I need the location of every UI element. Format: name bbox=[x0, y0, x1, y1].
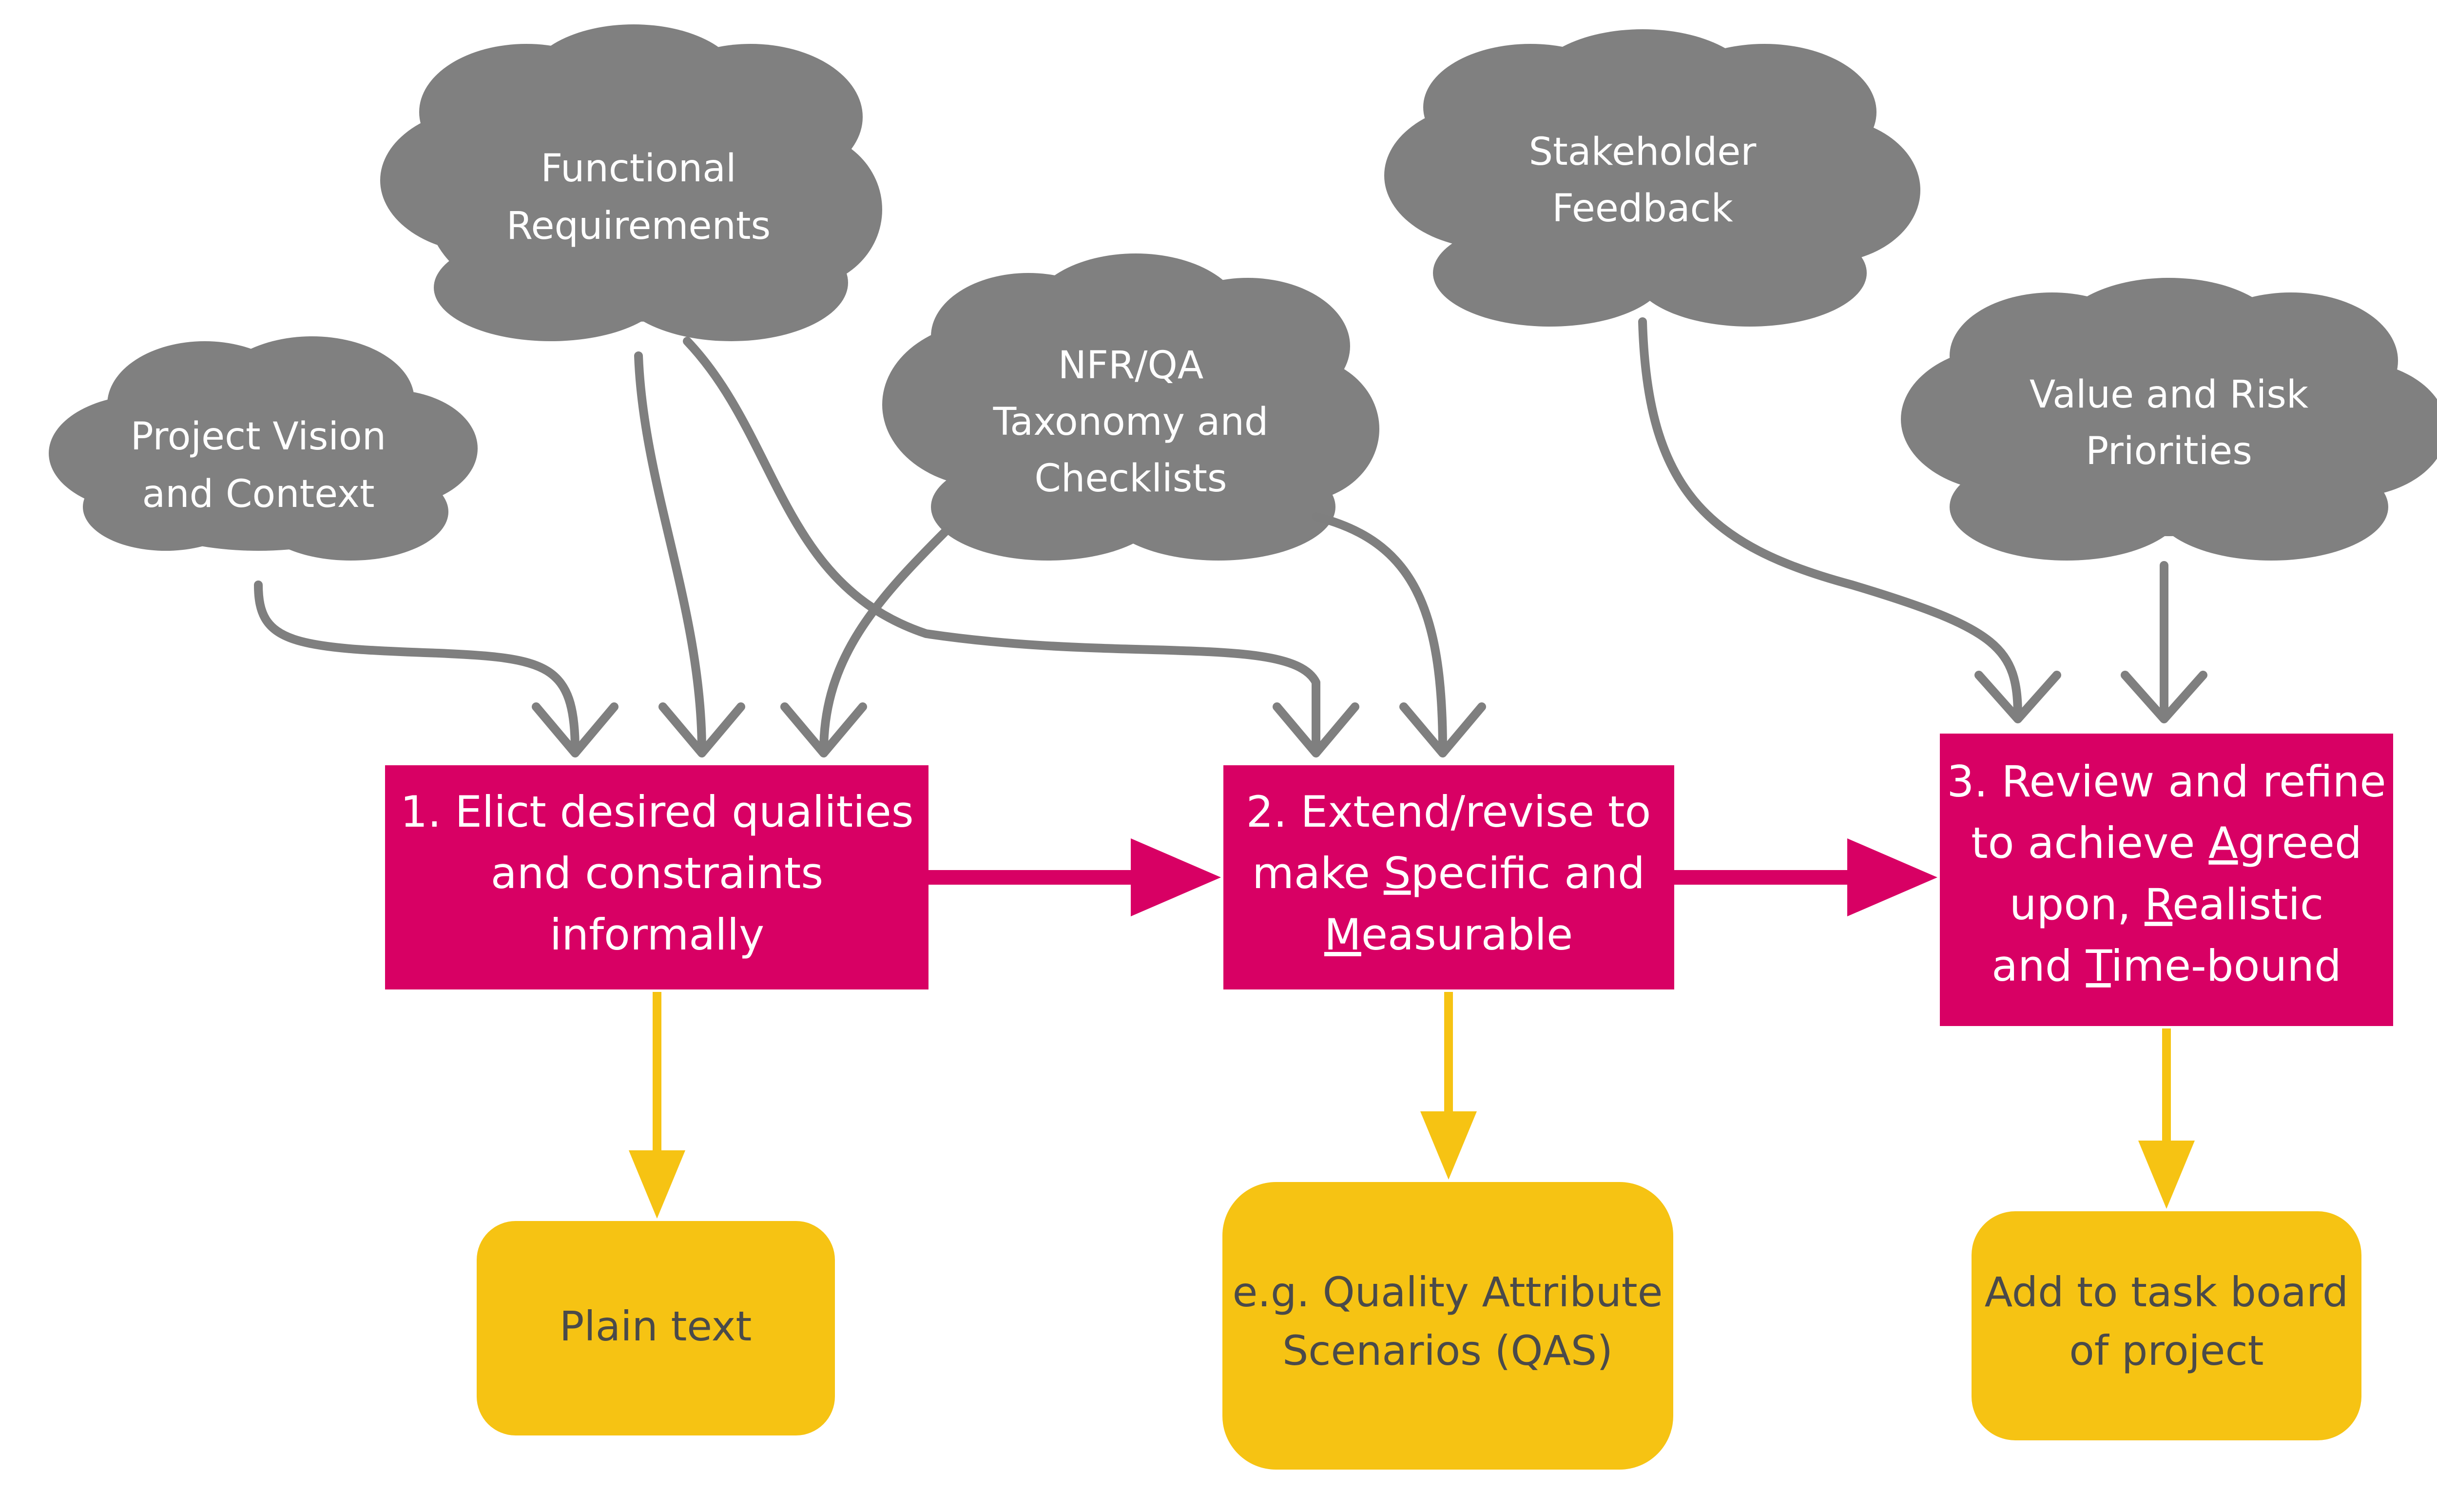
arrow-fr-to-step2 bbox=[683, 337, 1320, 755]
arrow-nfr-to-step1 bbox=[819, 527, 950, 755]
step-3-box: 3. Review and refine to achieve Agreed u… bbox=[1940, 734, 2393, 1026]
arrowhead bbox=[629, 1150, 685, 1219]
arrowhead bbox=[780, 702, 867, 757]
step-3-line2: to achieve Agreed bbox=[1971, 818, 2362, 868]
cloud-project-vision: Project Vision and Context bbox=[49, 336, 478, 561]
output-2-line1: e.g. Quality Attribute bbox=[1233, 1268, 1663, 1316]
cloud-stakeholder-feedback: Stakeholder Feedback bbox=[1384, 29, 1920, 327]
cloud-shape bbox=[49, 336, 478, 561]
cloud-label-line1: Project Vision bbox=[131, 415, 386, 459]
step-2-background bbox=[1223, 765, 1674, 989]
output-1-line1: Plain text bbox=[560, 1302, 752, 1350]
output-3-background bbox=[1972, 1211, 2361, 1440]
cloud-label-line1: Value and Risk bbox=[2030, 373, 2308, 417]
step-1-line3: informally bbox=[550, 910, 764, 960]
step-2-box: 2. Extend/revise to make Specific and Me… bbox=[1223, 765, 1674, 989]
arrow-nfr-to-step2 bbox=[1312, 512, 1447, 755]
flow-arrows bbox=[928, 838, 1937, 916]
cloud-shape bbox=[882, 253, 1379, 561]
arrowhead bbox=[2138, 1141, 2195, 1209]
input-arrows bbox=[254, 317, 2207, 757]
output-3-box: Add to task board of project bbox=[1972, 1211, 2361, 1440]
cloud-nfr-qa: NFR/QA Taxonomy and Checklists bbox=[882, 253, 1379, 561]
cloud-label-line2: Feedback bbox=[1552, 187, 1733, 231]
cloud-value-risk: Value and Risk Priorities bbox=[1901, 278, 2437, 561]
cloud-label-line2: and Context bbox=[142, 472, 374, 516]
step-2-line3: Measurable bbox=[1324, 910, 1573, 960]
cloud-shape bbox=[1901, 278, 2437, 561]
step-3-line4: and Time-bound bbox=[1992, 941, 2341, 991]
arrowhead bbox=[1420, 1111, 1477, 1180]
step-3-background bbox=[1940, 734, 2393, 1026]
arrowhead bbox=[658, 702, 745, 757]
output-arrows bbox=[629, 992, 2195, 1219]
cloud-label-line1: Functional bbox=[541, 147, 736, 191]
cloud-label-line1: Stakeholder bbox=[1529, 130, 1757, 174]
cloud-functional-requirements: Functional Requirements bbox=[380, 24, 882, 341]
output-2-background bbox=[1222, 1182, 1673, 1470]
output-1-background bbox=[477, 1221, 835, 1435]
cloud-label-line1: NFR/QA bbox=[1058, 344, 1203, 388]
cloud-label-line2: Priorities bbox=[2086, 429, 2252, 473]
cloud-label-line3: Checklists bbox=[1034, 457, 1227, 501]
output-2-box: e.g. Quality Attribute Scenarios (QAS) bbox=[1222, 1182, 1673, 1470]
step-3-line1: 3. Review and refine bbox=[1947, 756, 2386, 807]
output-1-box: Plain text bbox=[477, 1221, 835, 1435]
step-1-line2: and constraints bbox=[491, 848, 824, 898]
arrowhead bbox=[532, 702, 619, 757]
step-1-line1: 1. Elict desired qualities bbox=[400, 787, 913, 837]
cloud-label-line2: Requirements bbox=[506, 204, 771, 248]
arrowhead bbox=[1273, 702, 1359, 757]
arrow-fr-to-step1 bbox=[634, 351, 706, 755]
output-3-line1: Add to task board bbox=[1985, 1268, 2348, 1316]
cloud-label-line2: Taxonomy and bbox=[993, 400, 1269, 444]
step-1-background bbox=[385, 765, 928, 989]
arrowhead bbox=[1399, 702, 1486, 757]
cloud-shape bbox=[380, 24, 882, 341]
arrowhead bbox=[1974, 671, 2061, 723]
arrowhead bbox=[1847, 838, 1937, 916]
step-2-line2: make Specific and bbox=[1252, 848, 1645, 898]
arrowhead bbox=[2121, 671, 2207, 723]
cloud-shape bbox=[1384, 29, 1920, 327]
arrow-vision-to-step1 bbox=[254, 581, 580, 755]
step-1-box: 1. Elict desired qualities and constrain… bbox=[385, 765, 928, 989]
output-3-line2: of project bbox=[2069, 1327, 2263, 1375]
step-2-line1: 2. Extend/revise to bbox=[1246, 787, 1651, 837]
step-3-line3: upon, Realistic bbox=[2010, 879, 2324, 930]
arrow-stakeholder-to-step3 bbox=[1638, 317, 2022, 721]
output-2-line2: Scenarios (QAS) bbox=[1282, 1327, 1613, 1375]
arrowhead bbox=[1131, 838, 1221, 916]
